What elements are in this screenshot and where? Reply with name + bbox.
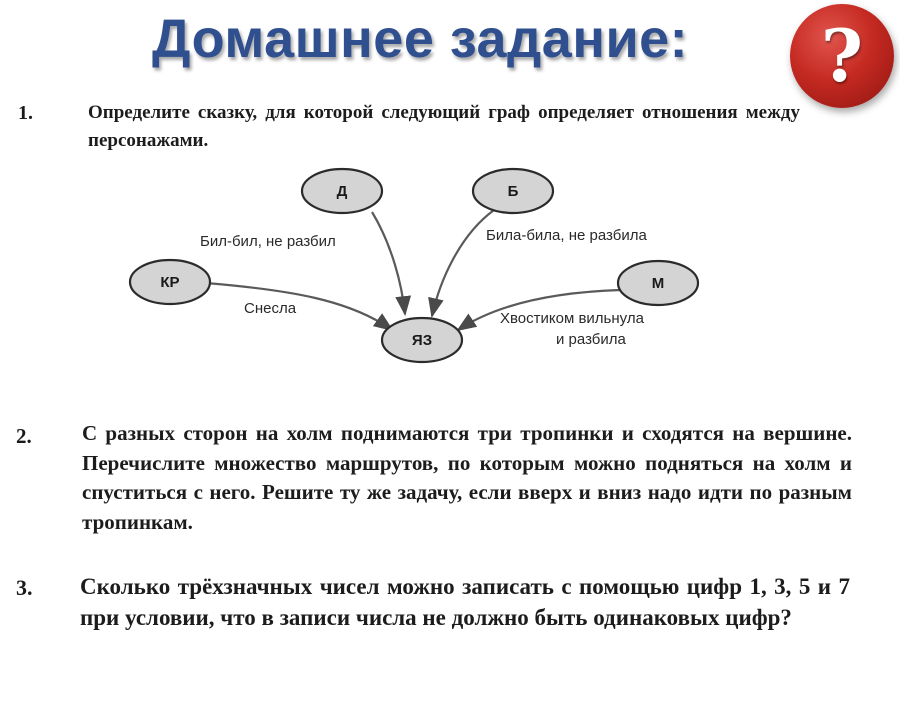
node-m-label: М bbox=[652, 275, 665, 292]
question-mark-icon: ? bbox=[790, 4, 894, 108]
node-b-label: Б bbox=[508, 183, 519, 200]
edge-b-yaz bbox=[428, 209, 495, 318]
edge-label-d-yaz: Бил-бил, не разбил bbox=[200, 233, 336, 250]
page-title: Домашнее задание: bbox=[152, 9, 689, 69]
edge-label-m-yaz-line2: и разбила bbox=[556, 331, 626, 348]
question-mark-glyph: ? bbox=[820, 13, 864, 98]
edge-m-yaz bbox=[456, 288, 621, 332]
node-b: Б bbox=[471, 167, 555, 215]
edge-kr-yaz bbox=[205, 281, 394, 332]
task-1-text: Определите сказку, для которой следующий… bbox=[88, 102, 800, 151]
node-yaz: ЯЗ bbox=[380, 316, 464, 364]
task-2-text: С разных сторон на холм поднимаются три … bbox=[82, 421, 852, 534]
node-d-label: Д bbox=[337, 183, 348, 200]
task-1-number: 1. bbox=[18, 102, 33, 124]
edge-label-b-yaz: Била-била, не разбила bbox=[486, 227, 647, 244]
edge-label-kr-yaz: Снесла bbox=[244, 300, 297, 317]
node-m: М bbox=[616, 259, 700, 307]
node-kr: КР bbox=[128, 258, 212, 306]
edge-d-yaz bbox=[371, 211, 412, 316]
task-3-number: 3. bbox=[16, 575, 33, 600]
edge-label-m-yaz-line1: Хвостиком вильнула bbox=[500, 310, 645, 327]
task-3-text: Сколько трёхзначных чисел можно записать… bbox=[80, 574, 850, 630]
node-d: Д bbox=[300, 167, 384, 215]
node-kr-label: КР bbox=[160, 274, 179, 291]
node-yaz-label: ЯЗ bbox=[412, 332, 432, 349]
task-2-number: 2. bbox=[16, 424, 32, 448]
